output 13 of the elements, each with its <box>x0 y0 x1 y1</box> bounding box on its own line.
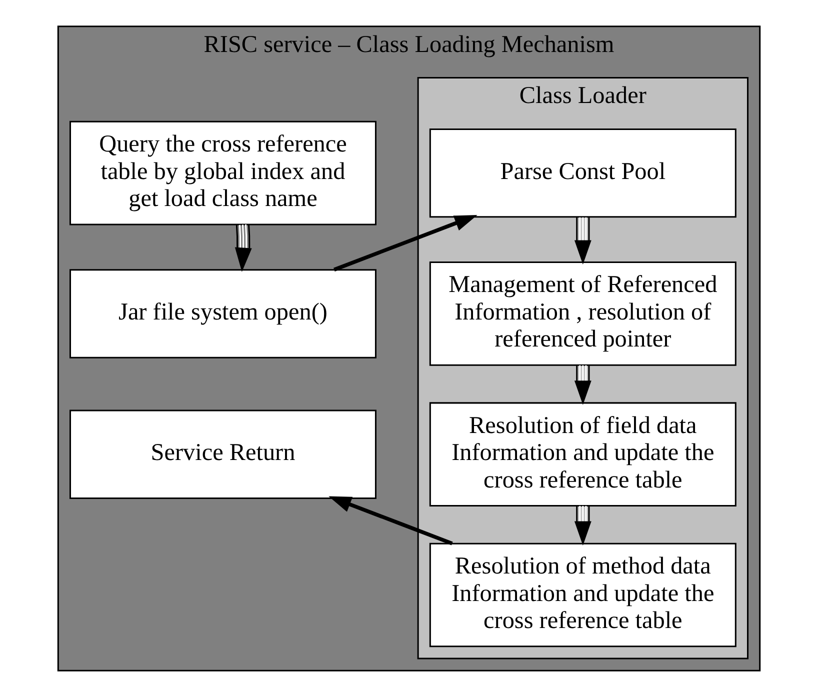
arrow <box>333 214 477 272</box>
arrow <box>574 365 591 405</box>
arrow <box>328 496 452 546</box>
node-box: Resolution of method data Information and update the cross reference table <box>428 542 736 648</box>
node-box: Service Return <box>69 410 376 499</box>
node-box: Query the cross reference table by global index and get load class name <box>69 120 376 226</box>
node-box: Parse Const Pool <box>428 128 736 218</box>
arrow <box>234 224 252 272</box>
node-box: Management of Referenced Information , resolution of referenced pointer <box>428 262 736 366</box>
node-box: Resolution of field data Information and update the cross reference table <box>428 402 736 507</box>
arrow <box>574 217 591 264</box>
node-box: Jar file system open() <box>69 269 376 358</box>
arrow <box>574 506 591 546</box>
